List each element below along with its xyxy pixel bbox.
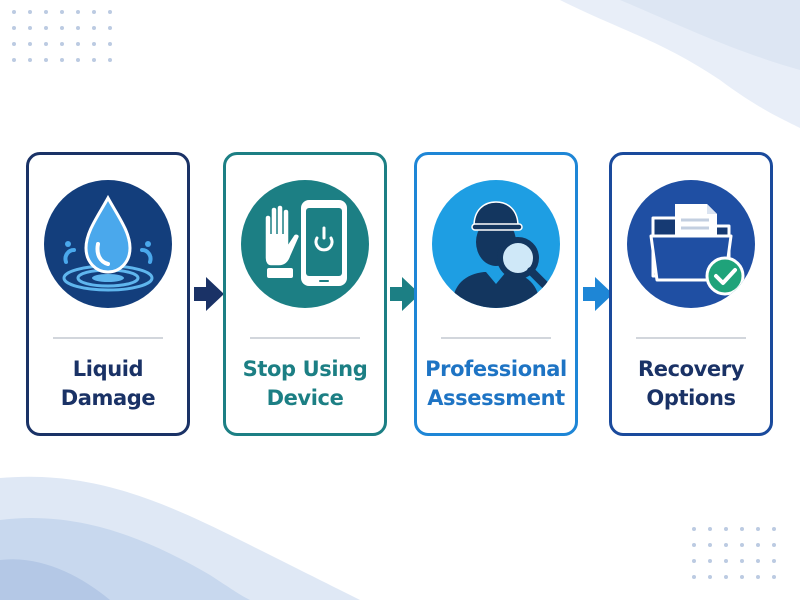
step-card-recovery-options: Recovery Options xyxy=(609,152,773,436)
step-label: Stop Using Device xyxy=(226,355,384,413)
step-label: Liquid Damage xyxy=(29,355,187,413)
icon-circle xyxy=(627,180,755,308)
flow-arrow-icon xyxy=(390,277,420,311)
icon-circle xyxy=(241,180,369,308)
card-divider xyxy=(53,337,163,339)
step-label-line-1: Stop Using xyxy=(242,357,368,381)
step-card-stop-using-device: Stop Using Device xyxy=(223,152,387,436)
step-label-line-2: Options xyxy=(646,386,736,410)
water-drop-splash-icon xyxy=(62,194,154,292)
step-label-line-2: Damage xyxy=(60,386,156,410)
step-card-professional-assessment: Professional Assessment xyxy=(414,152,578,436)
flow-arrow-icon xyxy=(194,277,224,311)
dot-grid-top-left xyxy=(12,10,112,62)
technician-magnifier-icon xyxy=(452,201,552,308)
hand-stop-phone-power-icon xyxy=(264,200,347,286)
card-divider xyxy=(441,337,551,339)
step-label-line-2: Assessment xyxy=(427,386,565,410)
dot-grid-bottom-right xyxy=(692,527,776,579)
step-label-line-2: Device xyxy=(266,386,344,410)
step-label-line-1: Liquid xyxy=(72,357,144,381)
step-card-liquid-damage: Liquid Damage xyxy=(26,152,190,436)
step-label-line-1: Professional xyxy=(425,357,567,381)
step-label: Professional Assessment xyxy=(417,355,575,413)
icon-circle xyxy=(44,180,172,308)
card-divider xyxy=(250,337,360,339)
flow-arrow-icon xyxy=(583,277,613,311)
step-label-line-1: Recovery xyxy=(637,357,745,381)
card-divider xyxy=(636,337,746,339)
folder-checkmark-icon xyxy=(649,204,745,296)
icon-circle xyxy=(432,180,560,308)
step-label: Recovery Options xyxy=(612,355,770,413)
